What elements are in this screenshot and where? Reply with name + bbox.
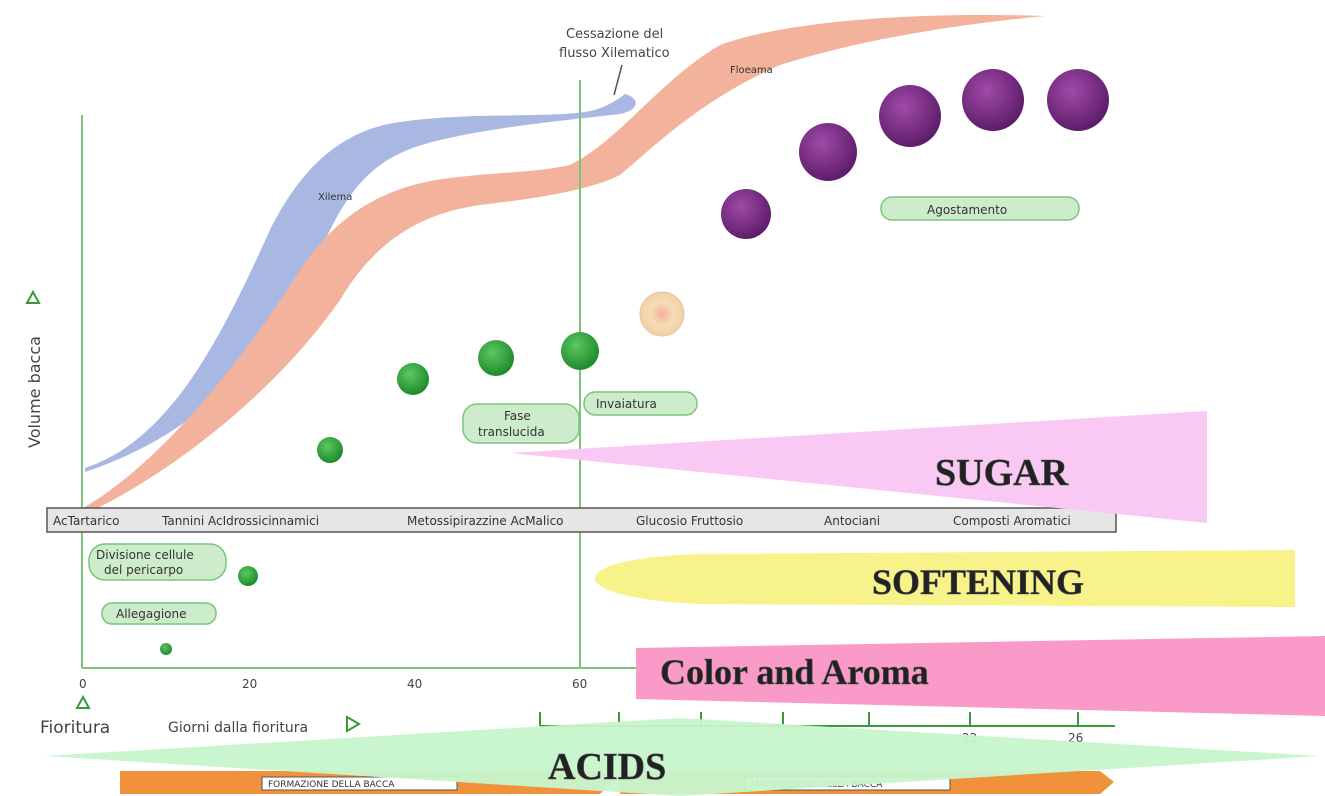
x-tick-0: 0: [79, 677, 87, 691]
phase-left-badge: [261, 776, 458, 791]
annotation-line2: flusso Xilematico: [559, 46, 670, 61]
compound-label: Tannini AcIdrossicinnamici: [161, 514, 319, 528]
acids-diamond: [45, 718, 1320, 796]
compound-label: Metossipirazzine AcMalico: [407, 514, 564, 528]
berry-purple: [962, 69, 1024, 131]
compounds-bar: [46, 507, 1117, 533]
berry-green: [160, 643, 172, 655]
stage-veraison-pill: [583, 391, 698, 416]
stage-translucent-line2: translucida: [478, 425, 545, 439]
berry-purple: [799, 123, 857, 181]
y-axis-triangle-icon: [25, 289, 41, 304]
xylem-band: [85, 94, 636, 472]
stage-division-pill: [88, 543, 227, 581]
compound-label: Composti Aromatici: [953, 514, 1071, 528]
xylem-label: Xilema: [318, 192, 352, 203]
color-aroma-label: Color and Aroma: [660, 652, 929, 692]
acids-label: ACIDS: [548, 746, 666, 788]
sugar-wedge: [510, 411, 1207, 523]
phloem-label: Floeama: [730, 65, 773, 76]
berry-green: [238, 566, 258, 586]
berry-purple: [879, 85, 941, 147]
compound-label: AcTartarico: [53, 514, 120, 528]
annotation-line1: Cessazione del: [566, 27, 663, 42]
compound-label: Antociani: [824, 514, 880, 528]
x-axis-label: Giorni dalla fioritura: [168, 720, 308, 736]
x-tick-20: 20: [242, 677, 257, 691]
stage-ripening-pill: [880, 196, 1080, 221]
berry-green: [397, 363, 429, 395]
compound-label: Glucosio Fruttosio: [636, 514, 743, 528]
x-tick-60: 60: [572, 677, 587, 691]
origin-label: Fioritura: [40, 718, 110, 738]
stage-fruit-set-label: Allegagione: [116, 607, 187, 621]
stage-ripening-label: Agostamento: [927, 203, 1007, 217]
berry-purple: [1047, 69, 1109, 131]
x-tick-40: 40: [407, 677, 422, 691]
berry-purple: [721, 189, 771, 239]
phase-left-label: FORMAZIONE DELLA BACCA: [268, 780, 395, 790]
y-axis-label: Volume bacca: [25, 336, 44, 448]
stage-translucent-line1: Fase: [504, 409, 531, 423]
stage-translucent-pill: [462, 403, 580, 444]
stage-division-line2: del pericarpo: [104, 563, 183, 577]
x-axis-arrow-icon: [346, 715, 361, 733]
color-aroma-wedge: [636, 636, 1325, 716]
softening-label: SOFTENING: [872, 562, 1084, 602]
origin-triangle-icon: [75, 694, 91, 709]
berry-green: [478, 340, 514, 376]
stage-veraison-label: Invaiatura: [596, 397, 657, 411]
sugar-label: SUGAR: [935, 452, 1069, 494]
berry-veraison: [639, 291, 685, 337]
berry-green: [317, 437, 343, 463]
softening-wedge: [595, 550, 1295, 607]
annotation-pointer: [613, 64, 623, 96]
stage-division-line1: Divisione cellule: [96, 548, 194, 562]
berry-green: [561, 332, 599, 370]
stage-fruit-set-pill: [101, 602, 217, 625]
